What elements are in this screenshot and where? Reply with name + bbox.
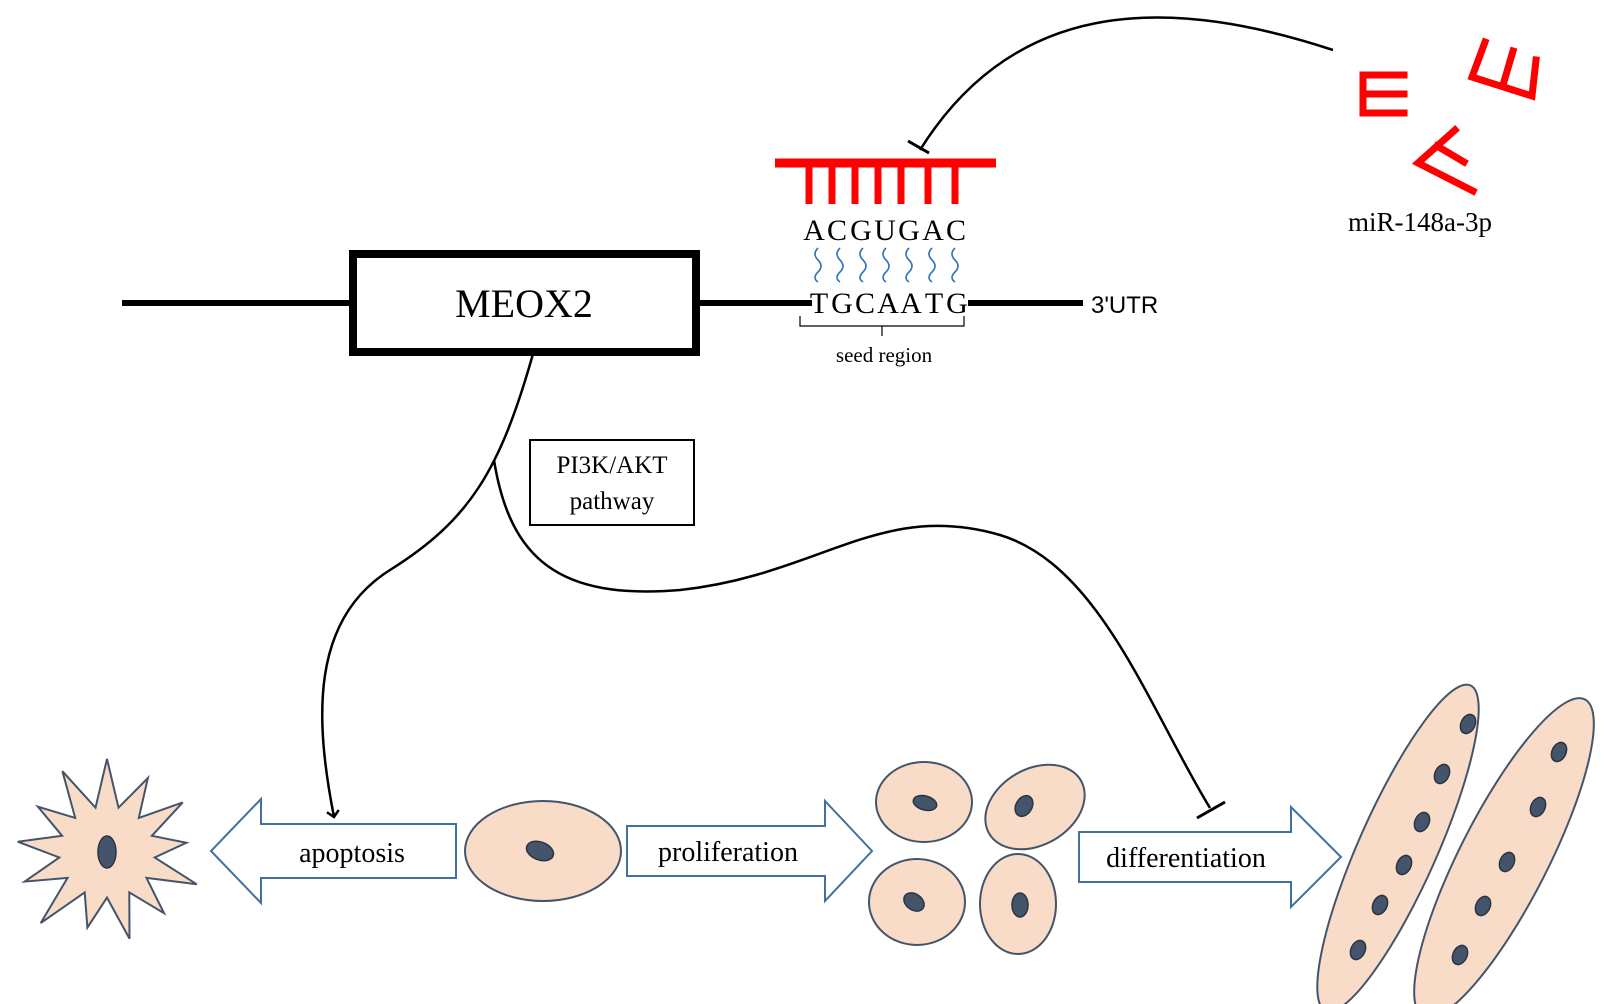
nucleus xyxy=(1014,794,1034,818)
nucleus xyxy=(903,892,925,912)
mrna-nucleotide: G xyxy=(946,287,968,320)
differentiation-inhibition-line xyxy=(492,459,1212,809)
mirna-nucleotide: G xyxy=(850,214,872,247)
pathway-label-line2: pathway xyxy=(570,488,655,515)
apoptosis-arrow xyxy=(209,796,457,906)
differentiated-cells xyxy=(1316,683,1595,1004)
mirna-nucleotide: A xyxy=(803,214,825,247)
pathway-label-line1: PI3K/AKT xyxy=(556,452,667,479)
nucleus xyxy=(1529,796,1547,818)
mirna-nucleotide: C xyxy=(827,214,847,247)
apoptosis-label: apoptosis xyxy=(299,838,405,869)
pathway-box xyxy=(529,439,695,526)
mirna-nucleotide: C xyxy=(946,214,966,247)
nucleus xyxy=(912,794,938,812)
nucleus xyxy=(97,835,117,869)
mirna-molecule-icon xyxy=(1359,37,1540,196)
nucleus xyxy=(1498,851,1516,873)
gene-label: MEOX2 xyxy=(455,281,593,326)
mirna-sequence: A C G U G A C xyxy=(803,214,966,247)
apoptotic-cell xyxy=(17,758,198,940)
mirna-label: miR-148a-3p xyxy=(1348,207,1492,237)
mirna-inhibition-line xyxy=(918,16,1334,151)
nucleus xyxy=(1371,894,1389,916)
mrna-nucleotide: A xyxy=(900,287,922,320)
nucleus xyxy=(1433,763,1451,785)
mrna-sequence: T G C A A T G xyxy=(810,287,968,320)
proliferation-arrow xyxy=(626,798,874,904)
nucleus xyxy=(1550,741,1568,763)
mirna-inhibition-bar xyxy=(907,139,930,155)
nucleus xyxy=(1011,892,1029,918)
mirna-nucleotide: G xyxy=(898,214,920,247)
mrna-nucleotide: C xyxy=(855,287,875,320)
mrna-nucleotide: G xyxy=(831,287,853,320)
nucleus xyxy=(1474,895,1492,917)
differentiation-label: differentiation xyxy=(1106,843,1266,874)
nucleus xyxy=(525,840,555,862)
mirna-binding-comb xyxy=(775,158,996,204)
proliferation-label: proliferation xyxy=(658,837,798,868)
meox2-gene-box xyxy=(349,250,700,356)
mrna-nucleotide: A xyxy=(877,287,899,320)
seed-region-brace xyxy=(799,316,965,336)
apoptosis-activation-arrow xyxy=(321,353,535,819)
nucleus xyxy=(1459,713,1477,735)
mrna-nucleotide: T xyxy=(925,287,943,320)
nucleus xyxy=(1395,854,1413,876)
nucleus xyxy=(1349,939,1367,961)
mrna-nucleotide: T xyxy=(810,287,828,320)
mirna-nucleotide: A xyxy=(922,214,944,247)
utr-label: 3'UTR xyxy=(1091,292,1158,319)
stem-cell xyxy=(464,800,622,902)
nucleus xyxy=(1413,811,1431,833)
base-pairing-waves xyxy=(814,247,959,283)
seed-region-label: seed region xyxy=(836,343,933,367)
nucleus xyxy=(1451,944,1469,966)
mirna-nucleotide: U xyxy=(874,214,896,247)
proliferated-cells xyxy=(868,761,1086,955)
differentiation-arrow xyxy=(1078,804,1343,910)
differentiation-inhibition-bar xyxy=(1196,800,1226,820)
